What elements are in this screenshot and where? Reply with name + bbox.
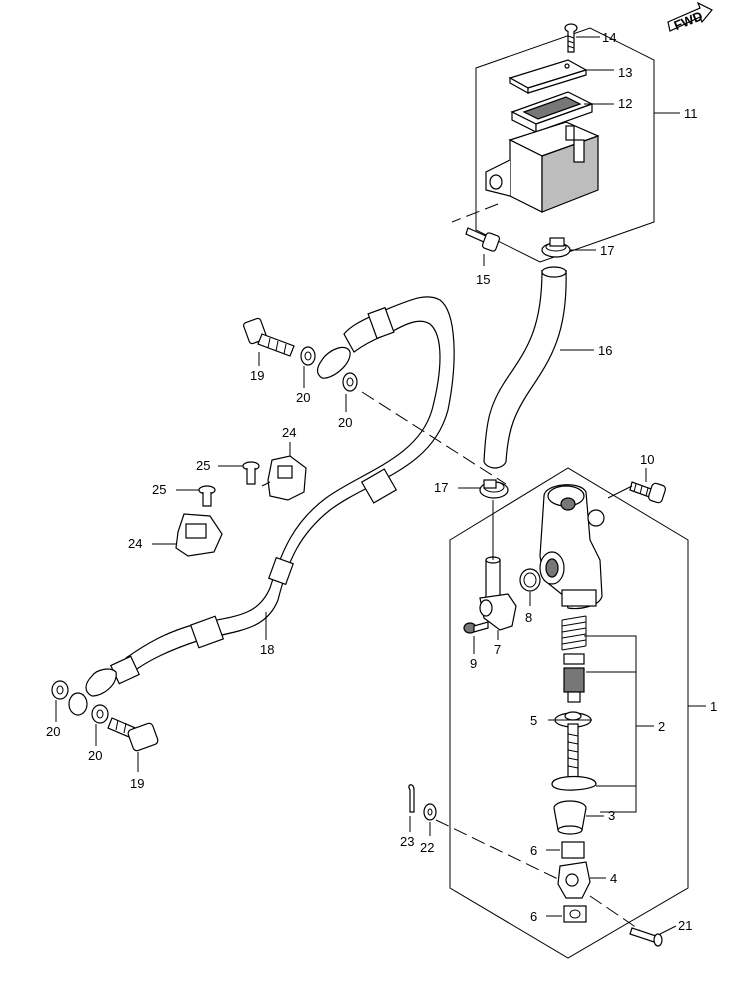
diaphragm-12 [510,91,594,133]
nut-6-upper [561,841,585,859]
banjo-washer-lower [68,692,88,716]
callout-9: 9 [470,656,477,671]
push-rod [567,723,579,781]
hose-guide-24-left [152,513,223,557]
washer-22 [423,803,437,836]
brake-hose-18 [85,296,455,697]
cotter-pin-23 [408,784,415,832]
callout-2: 2 [658,719,665,734]
pin-21 [629,925,677,947]
washer-20-c [51,680,69,722]
callout-16: 16 [598,343,612,358]
snap-ring [551,775,597,791]
callout-6-upper: 6 [530,843,537,858]
reservoir-hose-16 [483,266,594,469]
fwd-arrow-icon: FWD [667,1,713,33]
callout-20-a: 20 [296,390,310,405]
screw-14 [564,23,578,53]
callout-12: 12 [618,96,632,111]
callout-14: 14 [602,30,616,45]
callout-8: 8 [525,610,532,625]
callout-20-c: 20 [46,724,60,739]
callout-15: 15 [476,272,490,287]
callout-24-left: 24 [128,536,142,551]
callout-17-top: 17 [600,243,614,258]
callout-10: 10 [640,452,654,467]
callout-25-a: 25 [196,458,210,473]
banjo-bolt-19-top [243,317,295,366]
boot-3 [553,800,587,835]
piston-cup [563,653,585,703]
callout-17-lower: 17 [434,480,448,495]
o-ring-8 [519,568,541,606]
screw-25-a [218,461,260,485]
callout-20-b: 20 [338,415,352,430]
callout-24-top: 24 [282,425,296,440]
washer-20-a [300,346,316,388]
hose-clamp-17-top [541,237,596,258]
hose-guide-24-top [267,442,307,501]
callout-23: 23 [400,834,414,849]
reservoir-body-11 [485,121,600,213]
master-cylinder-group-outline [449,467,689,959]
screw-9 [463,621,489,654]
reservoir-cap-13 [508,59,588,95]
callout-25-b: 25 [152,482,166,497]
callout-13: 13 [618,65,632,80]
screw-25-b [176,485,216,507]
callout-3: 3 [608,808,615,823]
nut-6-lower [563,905,587,923]
callout-18: 18 [260,642,274,657]
callout-4: 4 [610,871,617,886]
hose-clamp-17-lower [458,479,509,499]
inlet-fitting-7 [479,500,517,640]
washer-20-d [91,704,109,746]
callout-11: 11 [684,106,698,121]
callout-20-d: 20 [88,748,102,763]
bolt-15 [465,227,501,266]
callout-6-lower: 6 [530,909,537,924]
callout-19-top: 19 [250,368,264,383]
callout-19-lower: 19 [130,776,144,791]
bolt-10 [629,468,666,504]
banjo-bolt-19-lower [107,717,159,772]
clevis-4 [557,861,591,899]
callout-22: 22 [420,840,434,855]
callout-7: 7 [494,642,501,657]
fwd-label: FWD [672,8,705,33]
master-cylinder-body [539,484,605,610]
spring [561,615,587,651]
callout-21: 21 [678,918,692,933]
washer-20-b [342,372,358,412]
callout-1: 1 [710,699,717,714]
callout-5: 5 [530,713,537,728]
reservoir-group-outline [475,27,655,263]
